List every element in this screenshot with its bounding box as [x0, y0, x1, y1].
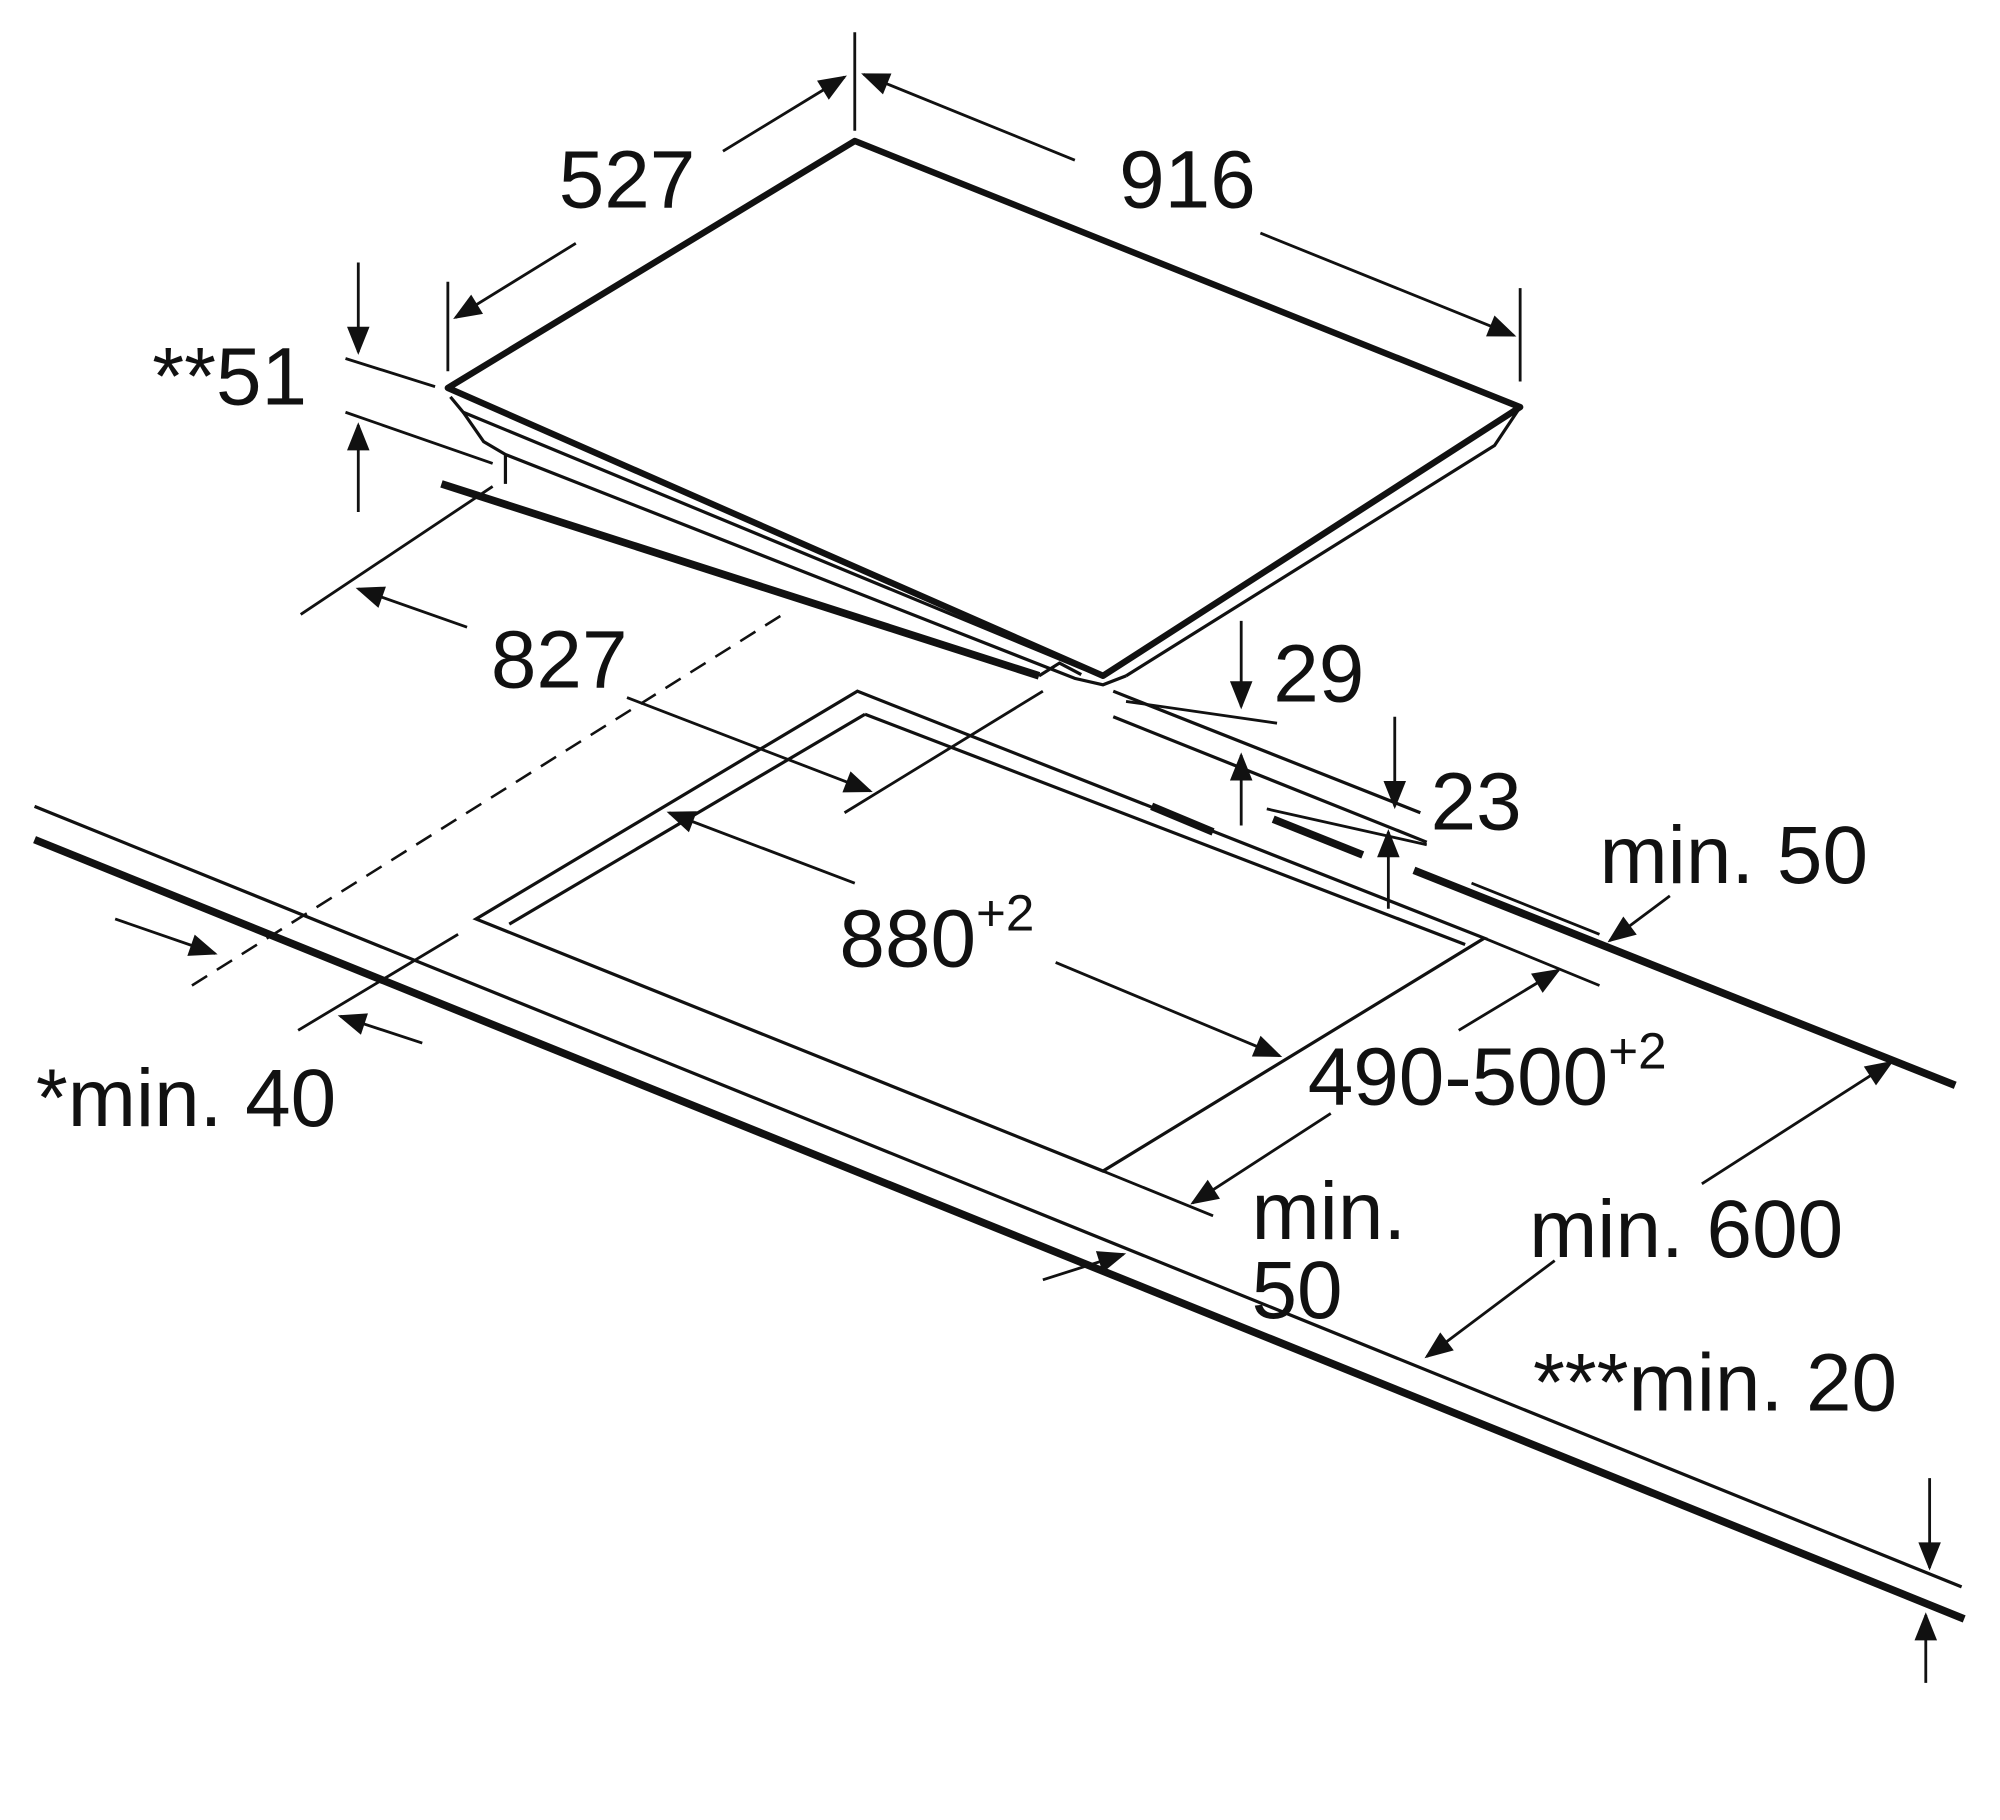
- extension-lines: [297, 32, 1522, 1032]
- label-min-front-1: min.: [1251, 1166, 1406, 1257]
- label-inner-width: 827: [491, 614, 628, 705]
- label-depth-23: 23: [1431, 756, 1522, 847]
- hob: [440, 137, 1524, 687]
- cutout: [472, 689, 1601, 1218]
- label-cutout-depth: 490-500+2: [1308, 1023, 1667, 1123]
- dimension-arrows: [114, 73, 1941, 1683]
- label-depth: 527: [559, 135, 696, 226]
- label-height-total: **51: [152, 332, 307, 423]
- label-cutout-width: 880+2: [839, 884, 1034, 984]
- label-min-worktop: ***min. 20: [1533, 1337, 1897, 1428]
- label-depth-29: 29: [1273, 628, 1364, 719]
- dashed-reference-line: [191, 610, 788, 987]
- label-min-wall: min. 600: [1529, 1184, 1843, 1275]
- label-min-side: *min. 40: [36, 1053, 336, 1144]
- label-min-front-2: 50: [1251, 1245, 1342, 1336]
- label-min-back: min. 50: [1599, 810, 1868, 901]
- label-width: 916: [1119, 135, 1256, 226]
